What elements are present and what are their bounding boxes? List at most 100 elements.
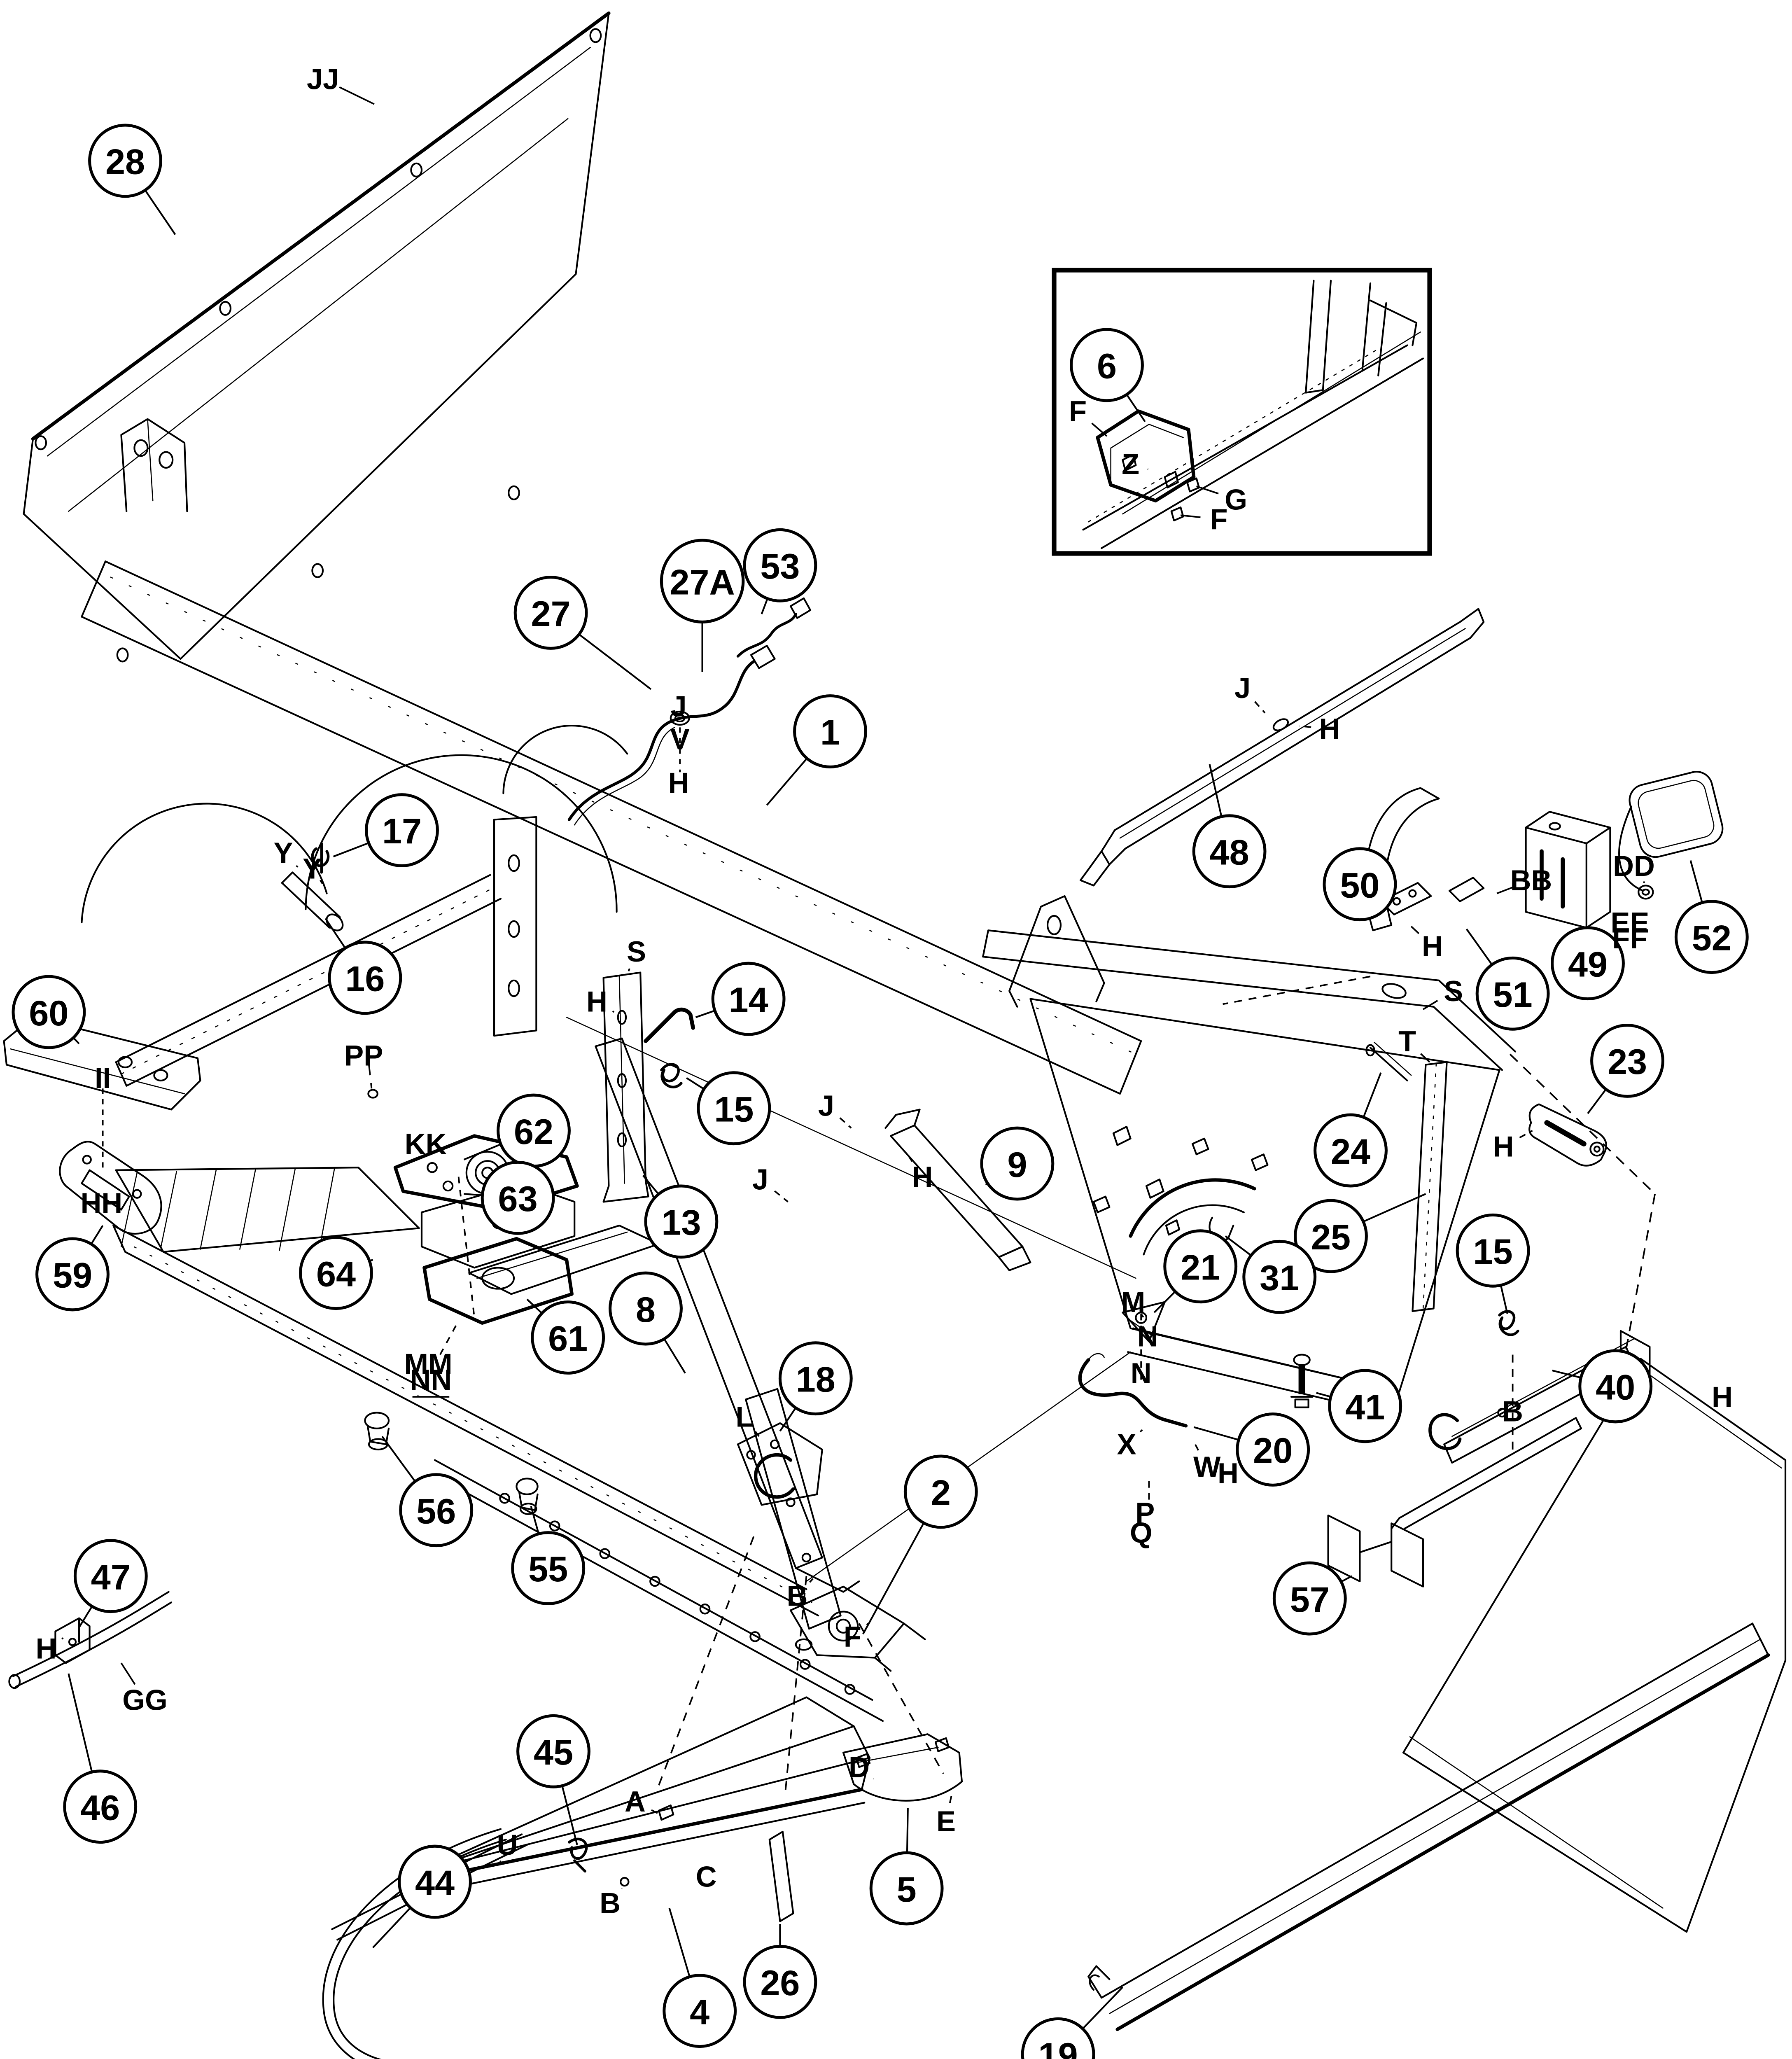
- label-Q-text: Q: [1130, 1516, 1153, 1549]
- label-H-text: H: [1422, 930, 1443, 962]
- label-EE-text: EE: [1610, 906, 1649, 938]
- callout-47: 47: [73, 1539, 148, 1613]
- callout-5-number: 5: [897, 1870, 917, 1910]
- callout-56-number: 56: [416, 1492, 456, 1531]
- deck-rails-shape: [112, 1167, 884, 1722]
- label-J-5: J: [670, 690, 686, 723]
- callout-46: 46: [63, 1770, 138, 1844]
- callout-18-number: 18: [796, 1360, 835, 1399]
- callout-1-number: 1: [820, 713, 840, 752]
- label-H-23: H: [908, 1156, 933, 1193]
- label-P-38: P: [1135, 1496, 1155, 1529]
- callout-55: 55: [511, 1531, 586, 1605]
- link-23-shape: [1528, 1103, 1607, 1167]
- callout-64: 64: [299, 1236, 373, 1310]
- label-H-7: H: [668, 766, 689, 799]
- label-J-14: J: [818, 1089, 852, 1129]
- callout-31-number: 31: [1260, 1258, 1299, 1298]
- callout-15-leader: [1500, 1285, 1508, 1314]
- callout-52: 52: [1674, 900, 1749, 974]
- callout-25: 25: [1294, 1199, 1368, 1273]
- callout-15-number: 15: [714, 1090, 754, 1129]
- callout-44-leader: [372, 1907, 411, 1949]
- label-S-12: S: [627, 935, 646, 972]
- callout-26: 26: [743, 1945, 817, 2019]
- callout-45: 45: [516, 1714, 590, 1788]
- callout-47-leader: [78, 1606, 93, 1628]
- label-J-text: J: [670, 690, 686, 723]
- callout-53-number: 53: [760, 547, 800, 586]
- label-H-9: H: [1299, 712, 1340, 745]
- label-H-text: H: [912, 1160, 933, 1193]
- label-A-47: A: [625, 1785, 658, 1818]
- label-FF-text: FF: [1612, 922, 1647, 955]
- callout-51-number: 51: [1493, 975, 1533, 1015]
- plate-18-shape: [737, 1422, 823, 1506]
- label-V-text: V: [670, 723, 690, 756]
- label-KK-19: KK: [405, 1128, 447, 1160]
- callout-63: 63: [481, 1160, 555, 1235]
- callout-44: 44: [398, 1844, 472, 1919]
- callout-55-number: 55: [528, 1550, 568, 1589]
- label-FF-30: FF: [1612, 922, 1647, 955]
- label-F-text: F: [1210, 503, 1227, 535]
- callout-17-leader: [333, 842, 369, 857]
- callout-14-leader: [695, 1010, 715, 1018]
- label-J-text: J: [752, 1163, 768, 1195]
- callout-15-leader: [686, 1077, 705, 1090]
- label-B-40: B: [1502, 1395, 1523, 1428]
- label-S-24: S: [1423, 975, 1463, 1010]
- callout-21-leader: [1153, 1291, 1176, 1313]
- pin-16-shape: [281, 871, 344, 931]
- callout-4-number: 4: [690, 1992, 709, 2032]
- callout-57-number: 57: [1290, 1580, 1330, 1620]
- callout-24: 24: [1314, 1113, 1388, 1188]
- callout-8-number: 8: [636, 1290, 656, 1330]
- callout-31-leader: [1225, 1235, 1252, 1256]
- label-J-15: J: [752, 1163, 789, 1202]
- callout-41-leader: [1316, 1392, 1331, 1398]
- callout-48: 48: [1192, 814, 1267, 889]
- label-P-text: P: [1135, 1496, 1155, 1529]
- label-V-6: V: [670, 723, 690, 756]
- channel-13-shape: [602, 971, 649, 1203]
- label-U-46: U: [497, 1828, 518, 1863]
- callout-9: 9: [980, 1126, 1055, 1201]
- callout-40: 40: [1578, 1349, 1653, 1424]
- label-PP-16: PP: [344, 1039, 383, 1072]
- construction-dashed-lines: [102, 727, 1656, 1793]
- callout-28: 28: [88, 124, 162, 198]
- callout-56: 56: [399, 1473, 474, 1548]
- label-Q-39: Q: [1130, 1516, 1153, 1549]
- right-frame-shape: [982, 895, 1517, 1416]
- label-D-text: D: [849, 1751, 870, 1784]
- callout-8-leader: [663, 1338, 686, 1374]
- callout-27-number: 27: [531, 594, 571, 634]
- callout-21-number: 21: [1181, 1248, 1220, 1287]
- callout-48-leader: [1209, 764, 1223, 817]
- label-F-text: F: [1069, 395, 1087, 427]
- rod-46-clip-47-shape: [8, 1591, 173, 1689]
- label-E-text: E: [936, 1805, 956, 1837]
- label-MM-20: MM: [404, 1347, 452, 1380]
- label-MM-text: MM: [404, 1347, 452, 1380]
- label-C-49: C: [696, 1860, 717, 1893]
- callout-62: 62: [497, 1093, 571, 1168]
- label-L-22: L: [736, 1400, 760, 1437]
- callout-41-number: 41: [1345, 1388, 1385, 1427]
- label-T-25: T: [1398, 1025, 1430, 1063]
- callout-15: 15: [697, 1071, 771, 1146]
- leader-lines: [68, 189, 1703, 2029]
- label-H-text: H: [586, 985, 607, 1018]
- label-B-text: B: [600, 1886, 621, 1919]
- callout-45-number: 45: [534, 1733, 573, 1772]
- callout-19-number: 19: [1038, 2036, 1078, 2059]
- callout-52-leader: [1689, 860, 1703, 903]
- label-H-37: H: [1218, 1457, 1239, 1489]
- label-W-36: W: [1193, 1441, 1221, 1483]
- callout-25-leader: [1363, 1193, 1426, 1223]
- callout-18-leader: [779, 1407, 797, 1432]
- bracket-5-shape: [842, 1733, 963, 1802]
- callout-18: 18: [778, 1341, 853, 1416]
